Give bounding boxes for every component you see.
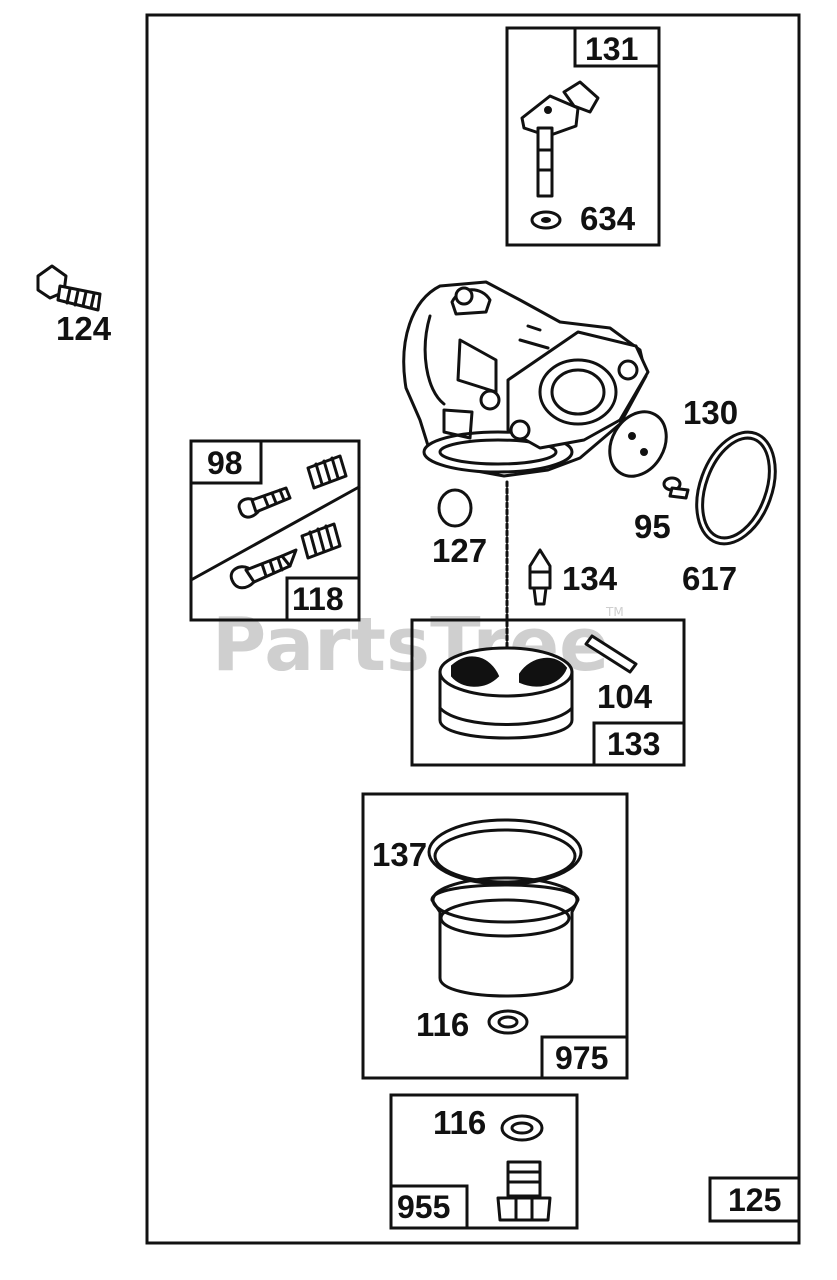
screw-95[interactable] — [662, 476, 690, 500]
part-label-98: 98 — [207, 445, 243, 481]
carburetor-body[interactable] — [402, 280, 650, 478]
box-975 — [361, 792, 629, 1080]
float-needle-134[interactable] — [528, 548, 552, 606]
mixture-screw-118[interactable] — [229, 522, 342, 590]
idle-screw-98[interactable] — [237, 454, 348, 519]
part-label-116-nut: 116 — [433, 1104, 486, 1141]
nut-washer-116[interactable] — [500, 1114, 544, 1142]
box-98-divider — [189, 485, 361, 582]
box-133-tag — [592, 721, 686, 767]
welch-plug-127[interactable] — [437, 488, 473, 528]
part-label-134: 134 — [562, 560, 618, 597]
part-label-125: 125 — [728, 1182, 781, 1218]
part-label-634: 634 — [580, 200, 636, 237]
float-bowl[interactable] — [430, 876, 580, 998]
o-ring-617[interactable] — [682, 421, 789, 555]
box-131-tag — [573, 26, 661, 68]
part-label-133: 133 — [607, 726, 660, 762]
float-133[interactable] — [438, 646, 574, 740]
box-98-118 — [189, 439, 361, 622]
part-label-118: 118 — [292, 581, 344, 617]
part-label-104: 104 — [597, 678, 653, 715]
choke-plate-130[interactable] — [598, 402, 677, 487]
part-label-130: 130 — [683, 394, 738, 431]
part-label-116-bowl: 116 — [416, 1006, 469, 1043]
box-133 — [410, 618, 686, 767]
bowl-gasket-137[interactable] — [427, 818, 583, 886]
box-125-tag — [708, 1176, 801, 1223]
float-pin-104[interactable] — [584, 634, 638, 674]
part-label-617: 617 — [682, 560, 737, 597]
part-label-131: 131 — [585, 31, 638, 67]
box-975-tag — [540, 1035, 629, 1080]
box-955 — [389, 1093, 579, 1230]
part-label-95: 95 — [634, 508, 671, 545]
choke-shaft-131[interactable] — [520, 80, 600, 198]
bowl-nut-955[interactable] — [496, 1160, 552, 1222]
bolt-124[interactable] — [36, 264, 102, 312]
box-118-tag — [285, 576, 361, 622]
box-955-tag — [389, 1184, 469, 1230]
part-label-124: 124 — [56, 310, 112, 347]
part-label-975: 975 — [555, 1040, 608, 1076]
part-label-137: 137 — [372, 836, 427, 873]
part-label-955: 955 — [397, 1189, 450, 1225]
part-label-127: 127 — [432, 532, 487, 569]
bowl-washer-116[interactable] — [487, 1009, 529, 1035]
watermark-trademark: TM — [605, 605, 624, 619]
box-98-tag — [189, 439, 263, 485]
seal-634[interactable] — [530, 210, 562, 230]
main-frame — [145, 13, 801, 1245]
